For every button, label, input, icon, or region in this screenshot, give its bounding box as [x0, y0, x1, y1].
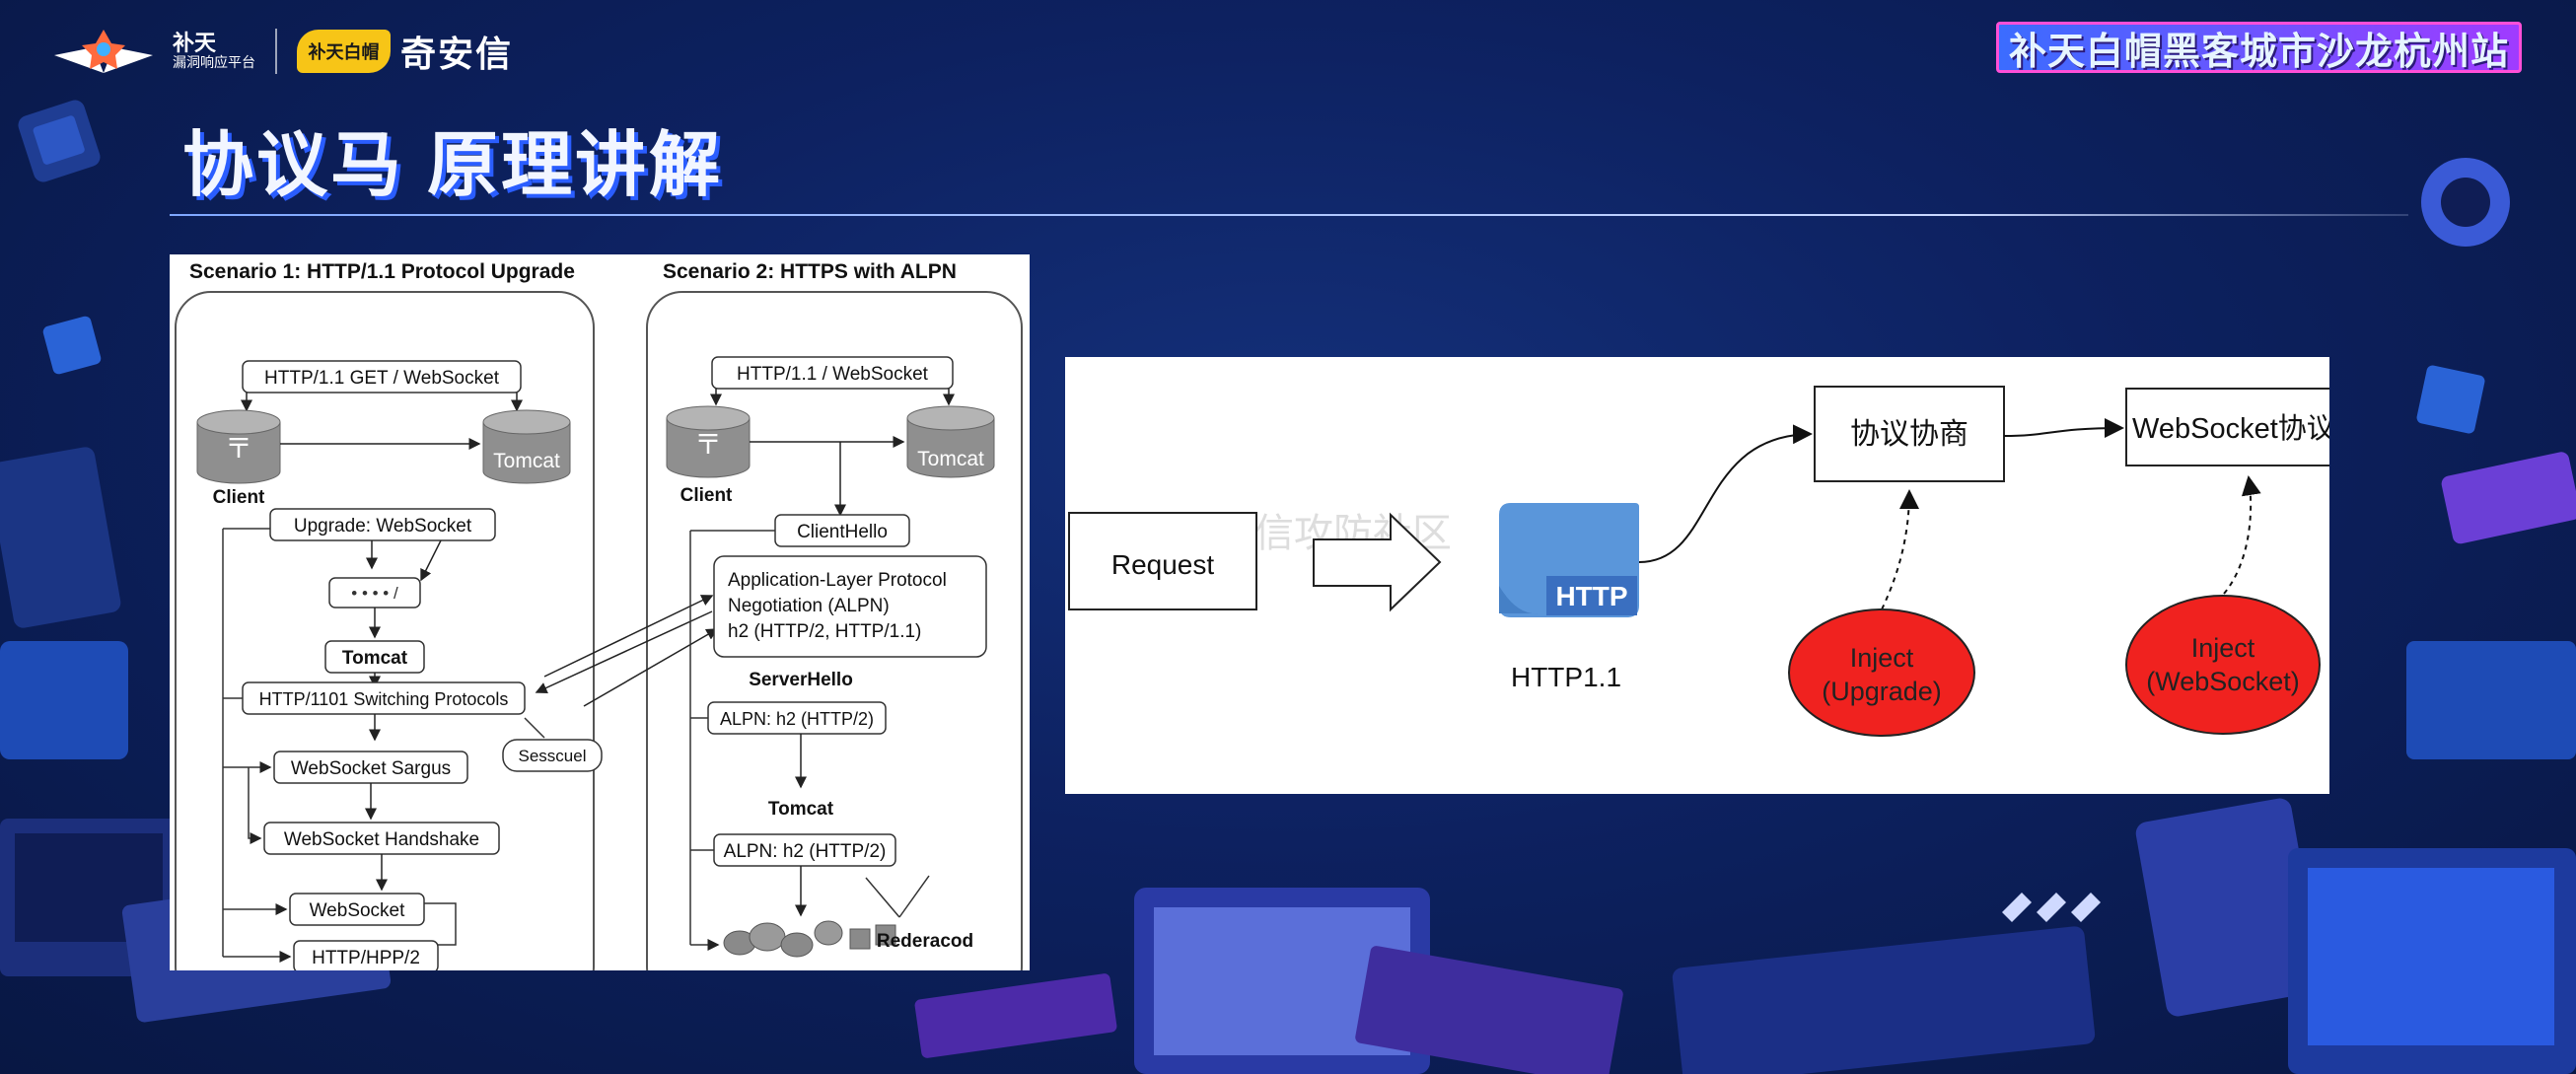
request-label: Request [1111, 549, 1215, 580]
s2-client-label: Client [680, 485, 733, 506]
request-box [1068, 512, 1257, 610]
scenario2-title: Scenario 2: HTTPS with ALPN [663, 260, 957, 283]
s1-dots-label: • • • • / [351, 584, 398, 603]
s1-top-label-box [242, 360, 522, 394]
s2-alpn-line2: Negotiation (ALPN) [728, 596, 890, 616]
header-logos: 补天 漏洞响应平台 补天白帽 奇安信 [54, 22, 513, 81]
s2-alpn-box [713, 555, 987, 658]
scenario1-title: Scenario 1: HTTP/1.1 Protocol Upgrade [189, 260, 575, 283]
s2-tomcat-cylinder [906, 405, 995, 478]
s2-alpn-h2b-label: ALPN: h2 (HTTP/2) [724, 841, 887, 862]
s1-upgrade-box [269, 508, 496, 541]
flow-arrow-icon [1313, 512, 1442, 612]
scenario2-frame [646, 291, 1023, 970]
s2-tomcat-text: Tomcat [768, 799, 834, 820]
s2-client-hello-box [774, 514, 910, 547]
s1-client-label: Client [213, 487, 265, 508]
butian-logo-text: 补天 漏洞响应平台 [173, 32, 255, 71]
http-badge-label: HTTP [1555, 581, 1627, 611]
s1-tomcat-box-label: Tomcat [342, 648, 408, 669]
inject-websocket-line1: Inject [2191, 633, 2255, 663]
title-divider [170, 214, 2408, 216]
protocol-horse-flow-diagram: 奇安信攻防社区 Request HTTP HTTP1.1 协议协商 WebSoc… [1068, 386, 2329, 737]
s1-switching-label: HTTP/1101 Switching Protocols [259, 689, 509, 709]
inject-upgrade-line2: (Upgrade) [1822, 677, 1942, 706]
butian-name: 补天 [173, 31, 217, 56]
logo-divider [275, 29, 277, 74]
qianxin-logo: 补天白帽 奇安信 [297, 26, 513, 77]
protocol-scenarios-diagram: Scenario 1: HTTP/1.1 Protocol Upgrade Sc… [175, 260, 1023, 970]
svg-text:〒: 〒 [225, 433, 252, 464]
scenario1-frame [175, 291, 595, 970]
s2-alpn-line1: Application-Layer Protocol [728, 570, 947, 591]
s1-websocket-box [289, 893, 425, 926]
right-diagram-panel: 奇安信攻防社区 Request HTTP HTTP1.1 协议协商 WebSoc… [1065, 357, 2329, 794]
butian-subtitle: 漏洞响应平台 [173, 54, 255, 71]
s1-http-hpp-box [293, 940, 439, 970]
s2-rederacod-label: Rederacod [877, 931, 973, 952]
http11-label: HTTP1.1 [1511, 662, 1621, 692]
negotiate-label: 协议协商 [1850, 418, 1968, 451]
page-title: 协议马 原理讲解 [182, 126, 724, 205]
s1-handshake-label: WebSocket Handshake [284, 829, 479, 850]
s2-alpn-h2b-box [713, 833, 896, 867]
s2-client-icon: 〒 [666, 405, 751, 478]
s2-client-hello-label: ClientHello [797, 522, 888, 542]
negotiate-box [1814, 386, 2005, 482]
websocket-protocol-label: WebSocket协议 [2132, 412, 2329, 445]
inject-websocket-ellipse [2125, 595, 2321, 735]
s1-top-label: HTTP/1.1 GET / WebSocket [264, 368, 500, 389]
s1-sesscuel-box [502, 739, 603, 772]
s1-sesscuel-label: Sesscuel [519, 747, 587, 765]
s2-top-label-box [711, 356, 954, 390]
s2-server-hello-label: ServerHello [749, 670, 853, 690]
qianxin-name: 奇安信 [400, 34, 514, 74]
s1-websocket-label: WebSocket [310, 900, 406, 921]
s1-client-icon: 〒 [196, 409, 281, 484]
inject-upgrade-ellipse [1788, 609, 1975, 737]
s1-tomcat-cylinder [482, 409, 571, 484]
left-diagram-panel: Scenario 1: HTTP/1.1 Protocol Upgrade Sc… [170, 254, 1030, 970]
s2-alpn-line3: h2 (HTTP/2, HTTP/1.1) [728, 621, 921, 642]
inject-websocket-line2: (WebSocket) [2146, 667, 2300, 696]
s1-upgrade-label: Upgrade: WebSocket [294, 516, 472, 537]
svg-text:〒: 〒 [694, 429, 722, 460]
s2-top-label: HTTP/1.1 / WebSocket [737, 364, 929, 385]
s1-sargus-label: WebSocket Sargus [291, 758, 451, 779]
s1-http-hpp-label: HTTP/HPP/2 [312, 948, 420, 968]
s2-cloud-icon [690, 920, 896, 958]
baimao-badge: 补天白帽 [297, 30, 391, 73]
s1-tomcat-label: Tomcat [493, 450, 560, 472]
event-title: 补天白帽黑客城市沙龙杭州站 [1995, 22, 2522, 73]
http-document-icon [1499, 503, 1639, 617]
s2-tomcat-label: Tomcat [917, 448, 984, 470]
butian-logo-icon [54, 26, 153, 77]
s2-alpn-h2a-label: ALPN: h2 (HTTP/2) [720, 709, 874, 729]
websocket-protocol-box [2125, 388, 2329, 466]
inject-upgrade-line1: Inject [1850, 643, 1914, 673]
s2-alpn-h2a-box [707, 701, 887, 735]
